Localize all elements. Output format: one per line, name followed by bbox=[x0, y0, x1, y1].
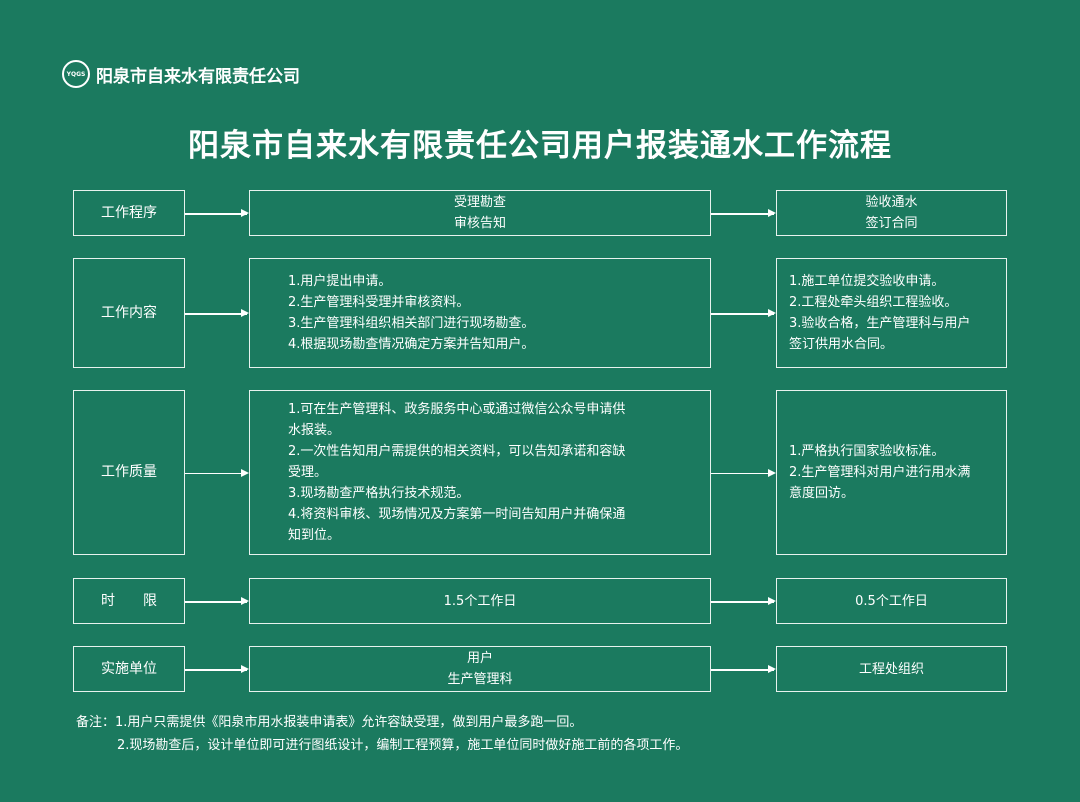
line: 签订合同 bbox=[865, 216, 918, 231]
line: 签订供用水合同。 bbox=[789, 337, 894, 352]
arrow-right-icon bbox=[711, 310, 776, 316]
line: 2.生产管理科受理并审核资料。 bbox=[288, 295, 470, 310]
line: 工程处组织 bbox=[858, 661, 924, 677]
label: 工作内容 bbox=[101, 304, 157, 321]
label: 工作程序 bbox=[101, 204, 157, 221]
row-label-box: 工作程序 bbox=[73, 190, 185, 236]
line: 意度回访。 bbox=[789, 486, 855, 501]
stage1-box: 受理勘查审核告知 bbox=[249, 190, 711, 236]
line: 水报装。 bbox=[288, 423, 341, 438]
row-label-box: 工作内容 bbox=[73, 258, 185, 368]
arrow-right-icon bbox=[185, 310, 249, 316]
line: 1.施工单位提交验收申请。 bbox=[789, 274, 945, 289]
arrow-right-icon bbox=[711, 666, 776, 672]
line: 审核告知 bbox=[453, 216, 506, 231]
company-logo: YQGS 阳泉市自来水有限责任公司 bbox=[62, 60, 300, 88]
label: 工作质量 bbox=[101, 464, 157, 480]
arrow-right-icon bbox=[711, 210, 776, 216]
line: 4.根据现场勘查情况确定方案并告知用户。 bbox=[288, 337, 535, 352]
stage1-box: 用户生产管理科 bbox=[249, 646, 711, 692]
notes: 备注：1.用户只需提供《阳泉市用水报装申请表》允许容缺受理，做到用户最多跑一回。… bbox=[76, 711, 688, 757]
line: 1.可在生产管理科、政务服务中心或通过微信公众号申请供 bbox=[288, 402, 626, 417]
arrow-right-icon bbox=[185, 598, 249, 604]
note-2: 2.现场勘查后，设计单位即可进行图纸设计，编制工程预算，施工单位同时做好施工前的… bbox=[117, 738, 689, 753]
line: 1.5个工作日 bbox=[443, 593, 517, 609]
line: 受理。 bbox=[288, 465, 328, 480]
line: 受理勘查 bbox=[453, 195, 506, 210]
line: 知到位。 bbox=[288, 528, 341, 543]
line: 3.生产管理科组织相关部门进行现场勘查。 bbox=[288, 316, 535, 331]
stage2-box: 验收通水签订合同 bbox=[776, 190, 1007, 236]
line: 4.将资料审核、现场情况及方案第一时间告知用户并确保通 bbox=[288, 507, 626, 522]
company-name: 阳泉市自来水有限责任公司 bbox=[96, 66, 300, 87]
line: 2.一次性告知用户需提供的相关资料，可以告知承诺和容缺 bbox=[288, 444, 626, 459]
note-1: 备注：1.用户只需提供《阳泉市用水报装申请表》允许容缺受理，做到用户最多跑一回。 bbox=[76, 715, 583, 730]
line: 0.5个工作日 bbox=[855, 593, 928, 609]
line: 2.工程处牵头组织工程验收。 bbox=[789, 295, 958, 310]
page-title: 阳泉市自来水有限责任公司用户报装通水工作流程 bbox=[188, 128, 892, 164]
stage1-box: 1.可在生产管理科、政务服务中心或通过微信公众号申请供水报装。 2.一次性告知用户… bbox=[249, 390, 711, 555]
line: 用户 bbox=[466, 651, 493, 666]
arrow-right-icon bbox=[185, 666, 249, 672]
stage1-box: 1.用户提出申请。 2.生产管理科受理并审核资料。 3.生产管理科组织相关部门进行现… bbox=[249, 258, 711, 368]
water-drop-logo-icon: YQGS bbox=[62, 60, 90, 88]
line: 2.生产管理科对用户进行用水满 bbox=[789, 465, 971, 480]
stage2-box: 1.施工单位提交验收申请。 2.工程处牵头组织工程验收。 3.验收合格，生产管理科与… bbox=[776, 258, 1007, 368]
arrow-right-icon bbox=[711, 598, 776, 604]
line: 1.严格执行国家验收标准。 bbox=[789, 444, 945, 459]
row-label-box: 工作质量 bbox=[73, 390, 185, 555]
stage2-box: 1.严格执行国家验收标准。 2.生产管理科对用户进行用水满意度回访。 bbox=[776, 390, 1007, 555]
stage2-box: 工程处组织 bbox=[776, 646, 1007, 692]
line: 3.验收合格，生产管理科与用户 bbox=[789, 316, 971, 331]
stage1-box: 1.5个工作日 bbox=[249, 578, 711, 624]
label: 时 限 bbox=[101, 592, 157, 609]
arrow-right-icon bbox=[185, 469, 249, 476]
row-label-box: 时 限 bbox=[73, 578, 185, 624]
arrow-right-icon bbox=[711, 469, 776, 476]
line: 生产管理科 bbox=[447, 672, 513, 687]
line: 3.现场勘查严格执行技术规范。 bbox=[288, 486, 470, 501]
row-label-box: 实施单位 bbox=[73, 646, 185, 692]
line: 验收通水 bbox=[865, 195, 918, 210]
stage2-box: 0.5个工作日 bbox=[776, 578, 1007, 624]
label: 实施单位 bbox=[101, 660, 157, 677]
arrow-right-icon bbox=[185, 210, 249, 216]
line: 1.用户提出申请。 bbox=[288, 274, 392, 289]
